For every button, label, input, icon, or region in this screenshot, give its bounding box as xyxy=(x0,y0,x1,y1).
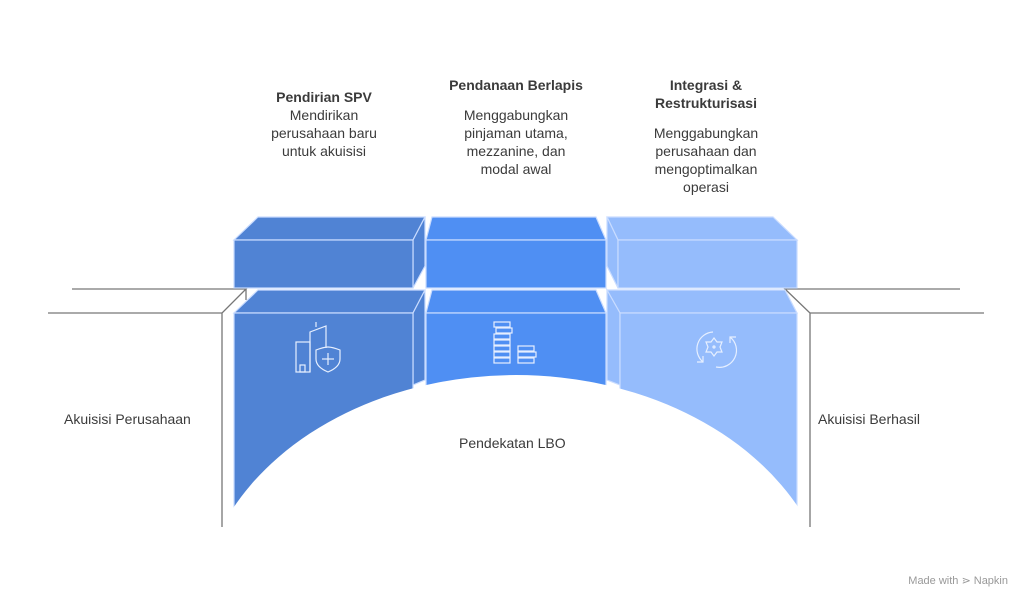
step-2-desc: Menggabungkan pinjaman utama, mezzanine,… xyxy=(463,107,569,177)
step-1-desc: Mendirikan perusahaan baru untuk akuisis… xyxy=(271,107,377,159)
coin-stacks-icon xyxy=(493,321,537,364)
step-3-text: Integrasi & Restrukturisasi Menggabungka… xyxy=(626,76,786,196)
center-label: Pendekatan LBO xyxy=(459,435,566,451)
step-3-desc: Menggabungkan perusahaan dan mengoptimal… xyxy=(653,125,759,195)
gear-cycle-icon xyxy=(696,331,738,368)
step-1-title: Pendirian SPV xyxy=(276,89,372,105)
top-block-3 xyxy=(606,216,799,289)
step-3-title: Integrasi & Restrukturisasi xyxy=(655,77,757,111)
top-block-1 xyxy=(232,216,426,289)
step-2-title: Pendanaan Berlapis xyxy=(449,77,583,93)
top-block-2 xyxy=(425,216,607,289)
arch-opening xyxy=(228,375,804,515)
right-label: Akuisisi Berhasil xyxy=(818,411,920,427)
step-2-text: Pendanaan Berlapis Menggabungkan pinjama… xyxy=(436,76,596,178)
building-shield-icon xyxy=(295,322,341,373)
left-label: Akuisisi Perusahaan xyxy=(64,411,191,427)
step-1-text: Pendirian SPV Mendirikan perusahaan baru… xyxy=(244,88,404,160)
napkin-footer: Made with ⋗ Napkin xyxy=(908,575,1008,587)
